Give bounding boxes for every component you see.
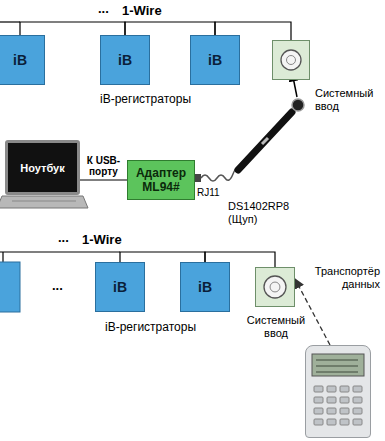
logger-box: iB bbox=[0, 35, 45, 85]
bus-drop bbox=[2, 252, 3, 262]
bus-name: 1-Wire bbox=[122, 3, 162, 19]
probe-head bbox=[292, 99, 304, 111]
contact-ring bbox=[256, 268, 294, 306]
node-text: Системный ввод bbox=[315, 87, 385, 113]
system-input-box: Системный ввод bbox=[255, 267, 295, 307]
node-text: Адаптер ML94# bbox=[128, 164, 194, 196]
node-text: Ноутбук bbox=[20, 162, 64, 174]
probe-grip bbox=[262, 138, 268, 144]
wire bbox=[120, 252, 205, 262]
part-label: DS1402RP8 (Щуп) bbox=[228, 200, 308, 226]
logger-box: iB bbox=[95, 262, 145, 312]
node-text: iB bbox=[13, 52, 27, 68]
bus-wire bbox=[0, 251, 120, 252]
ellipsis: ... bbox=[52, 278, 63, 294]
contact-ring bbox=[273, 41, 309, 79]
laptop-keys bbox=[12, 201, 76, 202]
adapter-box: Адаптер ML94# bbox=[127, 160, 195, 200]
device-face bbox=[306, 346, 370, 437]
system-input-box: Системный ввод bbox=[272, 40, 310, 80]
wire bbox=[20, 22, 125, 35]
bus-name: 1-Wire bbox=[82, 232, 122, 248]
logger-box: iB bbox=[180, 262, 230, 312]
node-text: iB bbox=[118, 52, 132, 68]
ellipsis: ... bbox=[58, 230, 69, 246]
data-transporter-device: Транспортёр данных bbox=[305, 345, 371, 438]
logger-box: iB bbox=[190, 35, 240, 85]
laptop-screen: Ноутбук bbox=[5, 140, 80, 195]
bus-wire bbox=[0, 21, 20, 22]
connector-name: RJ11 bbox=[197, 187, 220, 199]
node-text: iB bbox=[113, 279, 127, 295]
ellipsis: ... bbox=[98, 1, 109, 17]
wire bbox=[80, 179, 127, 180]
node-text: iB bbox=[198, 279, 212, 295]
laptop-keyboard bbox=[0, 196, 88, 208]
data-transfer-arrow bbox=[295, 279, 330, 345]
logger-box: iB bbox=[100, 35, 150, 85]
group-label: iB-регистраторы bbox=[105, 320, 196, 334]
edge-label: К USB-порту bbox=[81, 155, 127, 177]
probe-cable bbox=[201, 168, 239, 181]
group-label: iB-регистраторы bbox=[100, 92, 191, 106]
rj11-plug bbox=[195, 174, 201, 182]
probe-handle bbox=[238, 112, 292, 170]
wire bbox=[125, 22, 215, 35]
partial-logger-box bbox=[0, 262, 20, 312]
node-text: Системный ввод bbox=[244, 314, 308, 340]
node-text: Транспортёр данных bbox=[294, 265, 380, 291]
node-text: iB bbox=[208, 52, 222, 68]
